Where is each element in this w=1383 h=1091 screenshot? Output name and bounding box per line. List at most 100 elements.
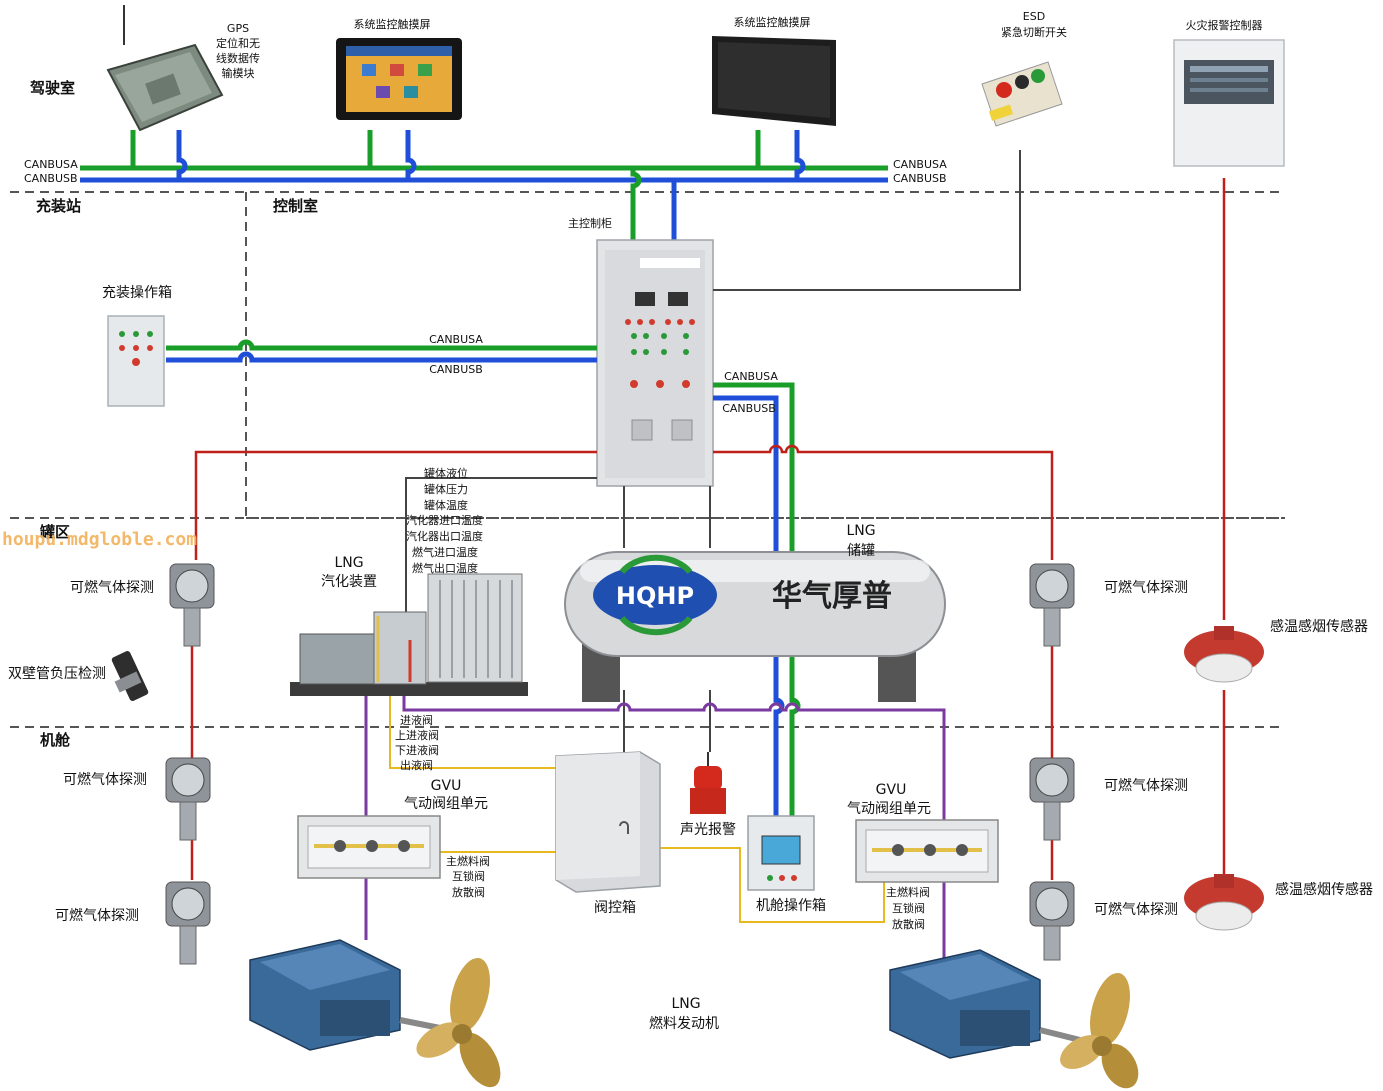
esd-switch bbox=[981, 61, 1063, 127]
tank-signal-level: 罐体液位 bbox=[424, 466, 468, 480]
bunkering-box bbox=[107, 315, 165, 407]
zone-label-control-room: 控制室 bbox=[273, 197, 318, 215]
lng-engine-right bbox=[889, 949, 1081, 1059]
valve-top-inlet: 上进液阀 bbox=[395, 728, 439, 742]
main-control-cabinet-label: 主控制柜 bbox=[568, 216, 612, 230]
valve-control-box-label: 阀控箱 bbox=[594, 900, 636, 916]
canbus-b-label-bunkering: CANBUSB bbox=[429, 363, 483, 376]
tank-cn-text: 华气厚普 bbox=[772, 579, 892, 614]
monitor-screen-2 bbox=[712, 36, 836, 126]
gvu-right-label-line-2: 气动阀组单元 bbox=[847, 801, 931, 817]
double-wall-pressure-label: 双壁管负压检测 bbox=[8, 666, 106, 682]
lng-vaporizer bbox=[290, 573, 528, 696]
gas-detector-left-3-label: 可燃气体探测 bbox=[55, 907, 139, 924]
tank-signal-pressure: 罐体压力 bbox=[424, 482, 468, 496]
valve-bottom-inlet: 下进液阀 bbox=[395, 743, 439, 757]
valve-control-box bbox=[555, 751, 661, 893]
tank-signal-vaporizer-inlet: 汽化器进口温度 bbox=[406, 513, 483, 527]
canbus-a-label-left: CANBUSA bbox=[24, 158, 78, 171]
gas-detector-right-2-label: 可燃气体探测 bbox=[1104, 777, 1188, 794]
canbus-a-label-bunkering: CANBUSA bbox=[429, 333, 483, 346]
lng-tank-label-line-2: 储罐 bbox=[847, 543, 875, 559]
can-bus-bunkering bbox=[166, 339, 597, 363]
lng-vaporizer-label-line-2: 汽化装置 bbox=[321, 574, 377, 590]
gas-detector-right-1 bbox=[1029, 563, 1075, 647]
gvu-left-valve-interlock: 互锁阀 bbox=[452, 869, 485, 883]
gvu-left bbox=[297, 815, 441, 879]
gas-detector-left-1 bbox=[169, 563, 215, 647]
gvu-right-valve-interlock: 互锁阀 bbox=[892, 901, 925, 915]
tank-valve-list: 进液阀 上进液阀 下进液阀 出液阀 bbox=[395, 713, 439, 772]
gas-detector-left-2-label: 可燃气体探测 bbox=[63, 771, 147, 788]
monitor-screen-1 bbox=[336, 38, 462, 120]
fire-alarm-controller-label: 火灾报警控制器 bbox=[1186, 18, 1263, 32]
heat-smoke-sensor-1-label: 感温感烟传感器 bbox=[1270, 618, 1368, 635]
gas-detector-right-1-label: 可燃气体探测 bbox=[1104, 579, 1188, 596]
gps-label-line-1: GPS bbox=[227, 22, 249, 35]
gas-detector-left-1-label: 可燃气体探测 bbox=[70, 579, 154, 596]
gps-label-line-3: 线数据传 bbox=[216, 51, 260, 65]
gvu-right-valve-vent: 放散阀 bbox=[892, 917, 925, 931]
esd-label-line-2: 紧急切断开关 bbox=[1001, 25, 1067, 39]
can-bus-engine-room bbox=[713, 382, 801, 818]
lng-engine-label-line-2: 燃料发动机 bbox=[649, 1015, 719, 1032]
esd-label-line-1: ESD bbox=[1023, 10, 1045, 23]
gps-label-line-2: 定位和无 bbox=[216, 36, 260, 50]
esd-signal-line bbox=[713, 150, 1021, 291]
canbus-b-label-engine: CANBUSB bbox=[722, 402, 776, 415]
gas-detector-right-3-label: 可燃气体探测 bbox=[1094, 901, 1178, 918]
canbus-a-label-right: CANBUSA bbox=[893, 158, 947, 171]
engine-room-box-label: 机舱操作箱 bbox=[756, 898, 826, 914]
lng-engine-label-line-1: LNG bbox=[671, 996, 700, 1012]
watermark: houpu.mdgloble.com bbox=[2, 529, 197, 550]
canbus-b-label-left: CANBUSB bbox=[24, 172, 78, 185]
canbus-a-label-engine: CANBUSA bbox=[724, 370, 778, 383]
main-control-cabinet bbox=[596, 239, 714, 487]
valve-outlet: 出液阀 bbox=[400, 758, 433, 772]
zone-label-engine-room: 机舱 bbox=[40, 731, 71, 749]
double-wall-pressure-sensor bbox=[111, 651, 149, 701]
tank-signal-list: 罐体液位 罐体压力 罐体温度 汽化器进口温度 汽化器出口温度 燃气进口温度 燃气… bbox=[406, 466, 483, 575]
tank-signal-vaporizer-outlet: 汽化器出口温度 bbox=[406, 529, 483, 543]
propeller-left bbox=[416, 958, 501, 1088]
gvu-left-valve-main: 主燃料阀 bbox=[446, 854, 490, 868]
heat-smoke-sensor-2-label: 感温感烟传感器 bbox=[1275, 881, 1373, 898]
gas-detector-right-2 bbox=[1029, 757, 1075, 841]
lng-tank: HQHP 华气厚普 bbox=[564, 551, 946, 702]
gvu-right bbox=[855, 819, 999, 883]
lng-engine-left bbox=[249, 939, 451, 1051]
tank-signal-gas-outlet: 燃气出口温度 bbox=[412, 561, 478, 575]
tank-logo-text: HQHP bbox=[616, 582, 694, 610]
gas-detector-right-3 bbox=[1029, 881, 1075, 961]
gvu-right-label-line-1: GVU bbox=[876, 782, 907, 798]
monitor-screen-1-label: 系统监控触摸屏 bbox=[354, 17, 431, 31]
gas-detector-left-2 bbox=[165, 757, 211, 841]
engine-room-operation-box bbox=[747, 815, 815, 891]
monitor-screen-2-label: 系统监控触摸屏 bbox=[734, 15, 811, 29]
audible-visual-alarm bbox=[690, 752, 726, 814]
alarm-lines bbox=[190, 178, 1226, 880]
gas-detector-left-3 bbox=[165, 881, 211, 965]
valve-lines bbox=[389, 696, 885, 923]
zone-dividers bbox=[10, 191, 1285, 728]
bunkering-box-label: 充装操作箱 bbox=[102, 285, 172, 301]
heat-smoke-sensor-2 bbox=[1184, 874, 1264, 931]
audible-alarm-label: 声光报警 bbox=[680, 822, 736, 838]
zone-label-bridge: 驾驶室 bbox=[30, 79, 75, 97]
tank-signal-gas-inlet: 燃气进口温度 bbox=[412, 545, 478, 559]
zone-label-tank-area: 罐区 bbox=[39, 523, 70, 541]
gvu-left-label-line-1: GVU bbox=[431, 778, 462, 794]
gps-module bbox=[106, 5, 224, 132]
gvu-left-label-line-2: 气动阀组单元 bbox=[404, 796, 488, 812]
fire-alarm-controller bbox=[1173, 39, 1285, 167]
zone-label-bunkering: 充装站 bbox=[36, 197, 81, 215]
gvu-right-valve-main: 主燃料阀 bbox=[886, 885, 930, 899]
gvu-left-valve-vent: 放散阀 bbox=[452, 885, 485, 899]
can-bus-top bbox=[80, 130, 888, 240]
lng-tank-label-line-1: LNG bbox=[846, 523, 875, 539]
lng-vaporizer-label-line-1: LNG bbox=[334, 555, 363, 571]
tank-signal-temperature: 罐体温度 bbox=[424, 498, 468, 512]
signal-lines bbox=[405, 477, 711, 752]
